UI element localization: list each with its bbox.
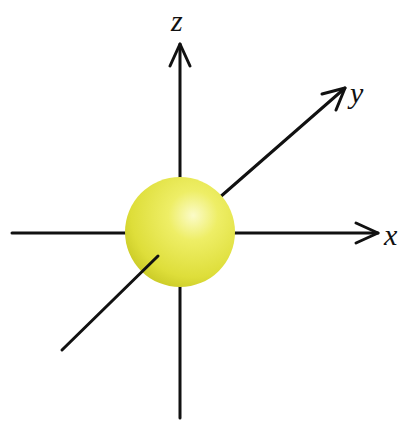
x-arrowhead <box>356 223 378 243</box>
axis-label: z <box>171 6 183 36</box>
y-arrowhead <box>322 88 345 110</box>
z-arrowhead <box>170 44 190 66</box>
axis-label: x <box>384 220 397 250</box>
axis-label: y <box>350 78 363 108</box>
y-axis-front <box>62 256 158 350</box>
